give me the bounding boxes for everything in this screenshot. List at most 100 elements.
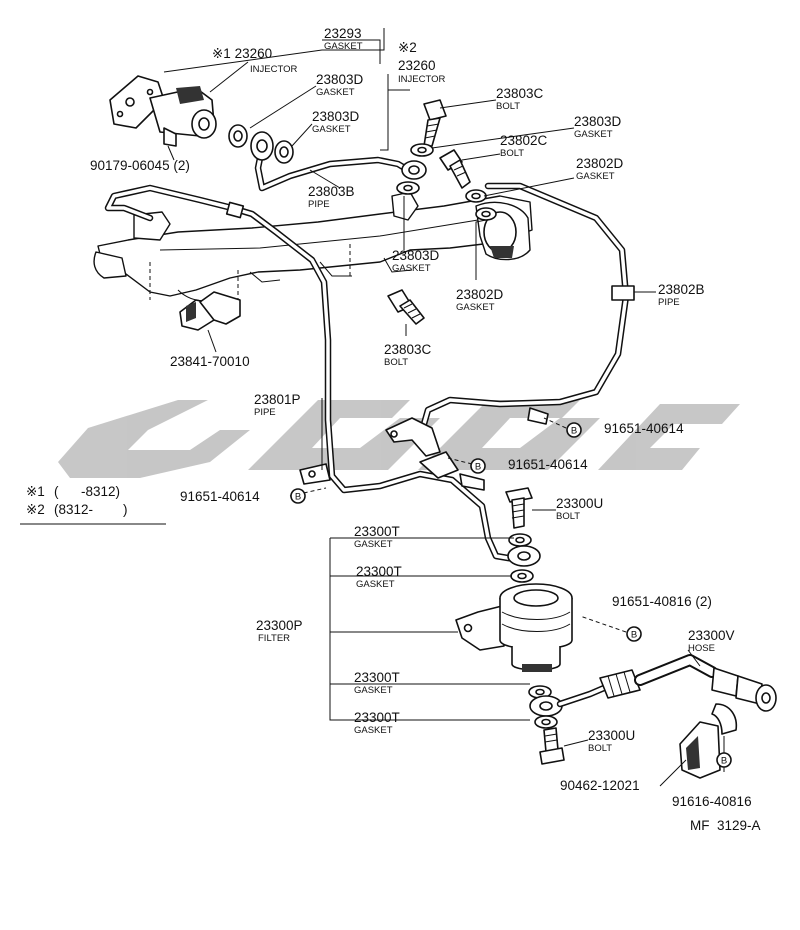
part-number: 23803D: [316, 72, 364, 87]
gasket-23300t-2: [510, 569, 534, 583]
callout-23300p: 23300P FILTER: [256, 618, 303, 644]
part-name: PIPE: [308, 199, 330, 210]
b-marker-1: B: [566, 422, 582, 438]
b-marker-text: B: [475, 462, 481, 473]
part-number: 23802C: [500, 133, 548, 148]
callout-23802b: 23802B PIPE: [658, 282, 705, 308]
part-name: GASKET: [354, 725, 393, 736]
gasket-23300t-4: [534, 715, 558, 729]
part-number: 23803D: [312, 109, 360, 124]
callout-23803d-3: 23803D GASKET: [574, 114, 622, 140]
part-number: 23300U: [556, 496, 603, 511]
callout-91651-b: 91651-40614: [508, 457, 588, 472]
bolt-23300u-lower: [539, 727, 565, 765]
callout-23803d-1: 23803D GASKET: [316, 72, 364, 98]
bolt-23300u-upper: [505, 487, 533, 529]
pipe-eye-filter-outlet: [529, 684, 608, 717]
pipe-clamp-upper-right: [611, 285, 635, 301]
gasket-23300t-3: [528, 685, 552, 699]
callout-90462: 90462-12021: [560, 778, 640, 793]
callout-23300t-4: 23300T GASKET: [354, 710, 400, 736]
watermark-logo: [58, 400, 740, 478]
part-number: 23300T: [354, 524, 400, 539]
callout-23300u-1: 23300U BOLT: [556, 496, 603, 522]
part-number: 91616-40816: [672, 794, 752, 809]
note-mark: ※2: [398, 40, 417, 55]
part-name: HOSE: [688, 643, 715, 654]
part-name: BOLT: [496, 101, 520, 112]
leader-lines: [20, 28, 725, 787]
diagram-code: MF 3129-A: [690, 818, 761, 833]
bolt-23803c-upper: [423, 99, 447, 147]
part-name: PIPE: [254, 407, 276, 418]
callout-23260-2: ※2 23260 INJECTOR: [398, 40, 445, 85]
callout-23803d-2: 23803D GASKET: [312, 109, 360, 135]
filter-23300p: [455, 583, 573, 672]
part-number: 23300U: [588, 728, 635, 743]
gasket-23802d-upper: [465, 189, 487, 203]
part-number: 23802D: [576, 156, 624, 171]
callout-91651-c: 91651-40614: [180, 489, 260, 504]
part-number: 23803D: [392, 248, 440, 263]
part-number: 91651-40614: [180, 489, 260, 504]
b-marker-2: B: [470, 458, 486, 474]
callout-23300t-2: 23300T GASKET: [356, 564, 402, 590]
part-number: 23300T: [356, 564, 402, 579]
part-name: INJECTOR: [250, 64, 297, 75]
part-number: 23803C: [496, 86, 544, 101]
part-name: INJECTOR: [398, 74, 445, 85]
note-mark: ※2: [26, 502, 45, 517]
part-number: 23260: [398, 58, 436, 73]
injector-23260-1: [109, 75, 217, 147]
union-fitting: [250, 131, 274, 161]
callout-91616: 91616-40816: [672, 794, 752, 809]
callout-23803b: 23803B PIPE: [308, 184, 355, 210]
callout-91651-a: 91651-40614: [604, 421, 684, 436]
part-number: 23300V: [688, 628, 735, 643]
part-number: 90179-06045 (2): [90, 158, 190, 173]
bolt-23802c: [439, 149, 471, 189]
part-number: 23300T: [354, 710, 400, 725]
part-number: 23293: [324, 26, 362, 41]
callout-23801p: 23801P PIPE: [254, 392, 301, 418]
callout-23841: 23841-70010: [170, 354, 250, 369]
part-name: GASKET: [356, 579, 395, 590]
callout-23803d-4: 23803D GASKET: [392, 248, 440, 274]
callout-23803c-2: 23803C BOLT: [384, 342, 432, 368]
b-marker-text: B: [295, 492, 301, 503]
part-name: GASKET: [574, 129, 613, 140]
part-number: 91651-40816 (2): [612, 594, 712, 609]
part-name: BOLT: [588, 743, 612, 754]
part-name: PIPE: [658, 297, 680, 308]
part-number: ※1 23260: [212, 46, 272, 61]
note-1: ※1 ( -8312): [26, 484, 120, 499]
part-number: 91651-40614: [604, 421, 684, 436]
part-name: BOLT: [384, 357, 408, 368]
gasket-23803d-upper: [410, 143, 434, 157]
part-name: BOLT: [556, 511, 580, 522]
pipe-23801p: [104, 184, 524, 564]
part-number: 23841-70010: [170, 354, 250, 369]
b-marker-3: B: [290, 488, 306, 504]
pipe-23802b: [420, 182, 630, 428]
part-name: GASKET: [392, 263, 431, 274]
callout-90179: 90179-06045 (2): [90, 158, 190, 173]
callout-23802d-1: 23802D GASKET: [576, 156, 624, 182]
b-marker-text: B: [571, 426, 577, 437]
callout-91651-40816: 91651-40816 (2): [612, 594, 712, 609]
part-number: 23300P: [256, 618, 303, 633]
part-number: 23802D: [456, 287, 504, 302]
note-range: ( -8312): [54, 484, 120, 499]
part-number: 23803D: [574, 114, 622, 129]
part-number: 23300T: [354, 670, 400, 685]
pipe-eye-filter-inlet: [507, 545, 541, 567]
part-name: GASKET: [576, 171, 615, 182]
note-range: (8312- ): [54, 502, 128, 517]
gasket-23300t-1: [508, 533, 532, 547]
part-name: BOLT: [500, 148, 524, 159]
b-marker-text: B: [631, 630, 637, 641]
gasket-23803d-a: [228, 124, 248, 148]
note-mark: ※1: [26, 484, 45, 499]
part-name: FILTER: [258, 633, 290, 644]
callout-23802d-2: 23802D GASKET: [456, 287, 504, 313]
